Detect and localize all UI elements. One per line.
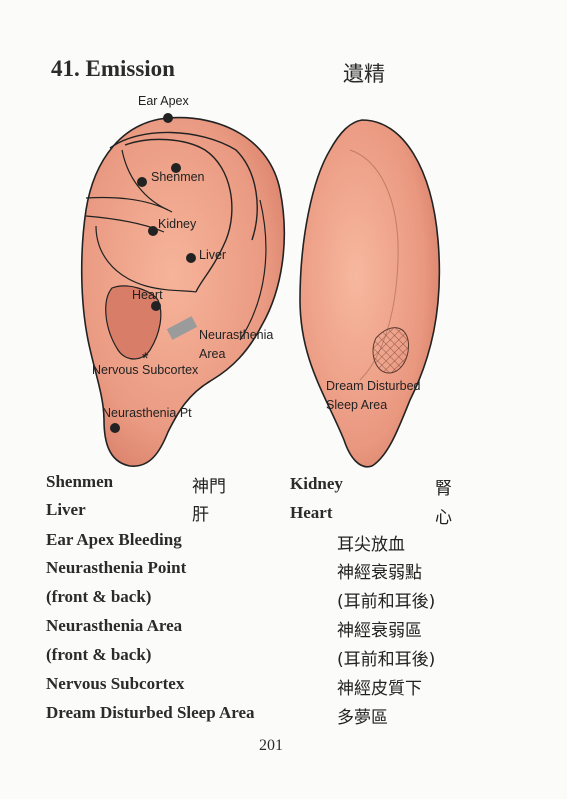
label-neurasthenia-pt: Neurasthenia Pt <box>102 406 192 420</box>
point-label-kidney: Kidney <box>290 474 343 493</box>
point-label-front-back-2: (front & back) <box>46 645 152 664</box>
label-neurasthenia-area-2: Area <box>199 347 225 361</box>
point-label-liver: Liver <box>46 500 86 519</box>
point-label-neurasthenia-area: Neurasthenia Area <box>46 616 183 635</box>
front-ear: * <box>80 116 286 467</box>
page-title-chinese: 遺精 <box>343 62 385 86</box>
heart-point <box>151 301 161 311</box>
point-chinese-front-back-1: (耳前和耳後) <box>337 592 436 612</box>
label-heart: Heart <box>132 288 163 302</box>
liver-point <box>186 253 196 263</box>
point-label-shenmen: Shenmen <box>46 472 114 491</box>
label-kidney: Kidney <box>158 217 197 231</box>
point-chinese-liver: 肝 <box>192 505 209 525</box>
shenmen-point-2 <box>137 177 147 187</box>
point-chinese-neurasthenia-point: 神經衰弱點 <box>337 563 422 583</box>
shenmen-point <box>171 163 181 173</box>
point-chinese-nervous-subcortex: 神經皮質下 <box>337 679 422 699</box>
point-chinese-heart: 心 <box>435 508 452 528</box>
point-chinese-kidney: 腎 <box>435 479 452 499</box>
label-neurasthenia-area-1: Neurasthenia <box>199 328 273 342</box>
label-liver: Liver <box>199 248 226 262</box>
label-nervous-subcortex: Nervous Subcortex <box>92 363 199 377</box>
point-chinese-ear-apex-bleeding: 耳尖放血 <box>337 535 405 555</box>
point-label-neurasthenia-point: Neurasthenia Point <box>46 558 187 577</box>
point-label-nervous-subcortex: Nervous Subcortex <box>46 674 185 693</box>
label-dream-disturbed: Dream Disturbed <box>326 379 421 393</box>
kidney-point <box>148 226 158 236</box>
label-ear-apex: Ear Apex <box>138 94 189 108</box>
point-label-dream-disturbed: Dream Disturbed Sleep Area <box>46 703 255 722</box>
page-title: 41. Emission <box>51 56 175 81</box>
back-ear <box>299 119 441 468</box>
label-shenmen: Shenmen <box>151 170 205 184</box>
point-chinese-front-back-2: (耳前和耳後) <box>337 650 436 670</box>
point-chinese-neurasthenia-area: 神經衰弱區 <box>337 621 422 641</box>
page-number: 201 <box>259 737 283 754</box>
label-sleep-area: Sleep Area <box>326 398 387 412</box>
point-chinese-dream-disturbed: 多夢區 <box>337 708 388 728</box>
point-label-front-back-1: (front & back) <box>46 587 152 606</box>
ear-apex-point <box>163 113 173 123</box>
point-label-ear-apex-bleeding: Ear Apex Bleeding <box>46 530 182 549</box>
point-chinese-shenmen: 神門 <box>192 477 226 497</box>
svg-text:*: * <box>142 349 149 368</box>
neurasthenia-point <box>110 423 120 433</box>
point-label-heart: Heart <box>290 503 333 522</box>
